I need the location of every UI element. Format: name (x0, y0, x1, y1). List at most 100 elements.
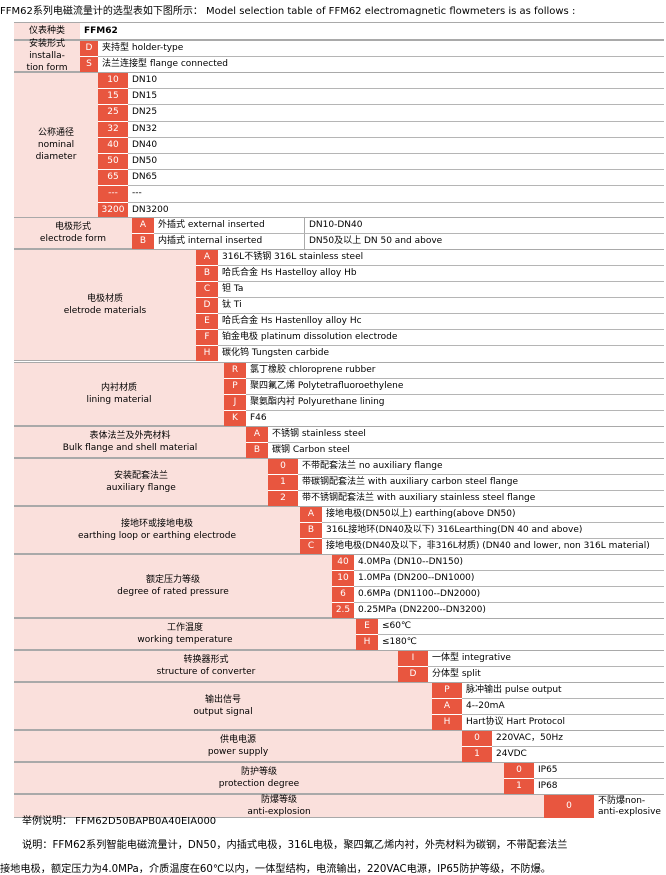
option-description: 碳化钨 Tungsten carbide (218, 346, 664, 362)
option-text: 0.25MPa (DN2200--DN3200) (358, 605, 486, 615)
option-code[interactable]: 10 (98, 73, 128, 90)
option-code[interactable]: B (132, 234, 154, 250)
option-text: 分体型 split (432, 669, 481, 679)
option-text: 1.0MPa (DN200--DN1000) (358, 573, 475, 583)
option-description: 哈氏合金 Hs Hastenlloy alloy Hc (218, 314, 664, 330)
option-text: 氯丁橡胶 chloroprene rubber (250, 365, 376, 375)
option-code[interactable]: B (246, 443, 268, 459)
option-text: 316L接地环(DN40及以下) 316Learthing(DN 40 and … (326, 525, 583, 535)
option-code[interactable]: H (196, 346, 218, 362)
block-label-en: diameter (35, 151, 77, 162)
option-code[interactable]: S (80, 57, 98, 73)
option-description: 4--20mA (462, 699, 664, 715)
option-code[interactable]: K (224, 411, 246, 427)
option-code[interactable]: D (196, 298, 218, 314)
option-code[interactable]: A (132, 218, 154, 234)
option-code[interactable]: 1 (462, 747, 492, 763)
option-description: 聚氨酯内衬 Polyurethane lining (246, 395, 664, 411)
block-label-cn: 安装配套法兰 (113, 471, 168, 481)
option-code[interactable]: H (432, 715, 462, 731)
block-label-en: tion form (26, 63, 68, 73)
option-text: 外插式 external inserted (158, 220, 265, 230)
option-code[interactable]: B (300, 523, 322, 539)
block-label-en: installa- (29, 51, 65, 61)
option-code[interactable]: A (300, 507, 322, 523)
option-code[interactable]: C (300, 539, 322, 555)
instrument-type-value: FFM62 (84, 25, 118, 36)
option-code[interactable]: P (432, 683, 462, 699)
option-text: 夹持型 holder-type (102, 43, 184, 53)
option-code[interactable]: I (398, 651, 428, 667)
option-extra: DN10-DN40 (304, 218, 474, 233)
option-code[interactable]: --- (98, 186, 128, 203)
option-description: DN50 (128, 154, 664, 171)
option-code[interactable]: H (356, 635, 378, 651)
option-code[interactable]: 0 (462, 731, 492, 747)
option-description: IP65 (534, 763, 664, 779)
option-code[interactable]: 2.5 (332, 603, 354, 619)
header-text: FFM62系列电磁流量计的选型表如下图所示： Model selection t… (0, 6, 576, 17)
option-code[interactable]: J (224, 395, 246, 411)
option-code[interactable]: F (196, 330, 218, 346)
option-code[interactable]: 0 (504, 763, 534, 779)
option-code[interactable]: 2 (268, 491, 298, 507)
option-description: 220VAC，50Hz (492, 731, 664, 747)
option-code[interactable]: E (196, 314, 218, 330)
option-text: Hart协议 Hart Protocol (466, 717, 566, 727)
option-code[interactable]: 1 (504, 779, 534, 795)
option-code[interactable]: 40 (98, 137, 128, 154)
option-code[interactable]: 65 (98, 170, 128, 187)
block-label-cn: 内衬材质 (100, 383, 137, 393)
option-code[interactable]: A (432, 699, 462, 715)
option-code[interactable]: C (196, 282, 218, 298)
option-description: Hart协议 Hart Protocol (462, 715, 664, 731)
option-text: DN15 (132, 91, 158, 102)
option-description: 脉冲输出 pulse output (462, 683, 664, 699)
block-label-cn: 输出信号 (204, 695, 241, 705)
option-code[interactable]: P (224, 379, 246, 395)
block-label-en: degree of rated pressure (117, 587, 229, 597)
option-code[interactable]: E (356, 619, 378, 635)
option-text: DN10 (132, 75, 158, 85)
option-code[interactable]: D (80, 41, 98, 57)
option-code[interactable]: 50 (98, 154, 128, 171)
block-label-cn: 供电电源 (219, 735, 256, 745)
option-code[interactable]: 40 (332, 555, 354, 571)
option-code[interactable]: R (224, 363, 246, 379)
block-label-en: eletrode materials (63, 306, 147, 316)
option-code[interactable]: 15 (98, 89, 128, 106)
option-code[interactable]: A (246, 427, 268, 443)
option-description: DN15 (128, 89, 664, 106)
option-text: 接地电极(DN40及以下，非316L材质) (DN40 and lower, n… (326, 541, 650, 551)
option-code[interactable]: 32 (98, 121, 128, 138)
option-description: 接地电极(DN50以上) earthing(above DN50) (322, 507, 664, 523)
option-description: 哈氏合金 Hs Hastelloy alloy Hb (218, 266, 664, 282)
option-description: ≤180℃ (378, 635, 664, 651)
option-description: 钛 Ti (218, 298, 664, 314)
option-code[interactable]: D (398, 667, 428, 683)
block-label-en: electrode form (39, 234, 107, 244)
option-text: 不锈钢 stainless steel (272, 429, 366, 439)
option-description: 0.6MPa (DN1100--DN2000) (354, 587, 664, 603)
option-description: 分体型 split (428, 667, 664, 683)
option-code[interactable]: 6 (332, 587, 354, 603)
option-code[interactable]: B (196, 266, 218, 282)
option-code[interactable]: 25 (98, 105, 128, 122)
option-code[interactable]: 0 (268, 459, 298, 475)
option-code[interactable]: 10 (332, 571, 354, 587)
option-description: DN65 (128, 170, 664, 187)
instrument-type-label: 仪表种类 (14, 23, 80, 39)
option-code[interactable]: 1 (268, 475, 298, 491)
block-label-en: nominal (37, 139, 75, 150)
option-code[interactable]: A (196, 250, 218, 266)
option-code[interactable]: 0 (544, 795, 594, 819)
